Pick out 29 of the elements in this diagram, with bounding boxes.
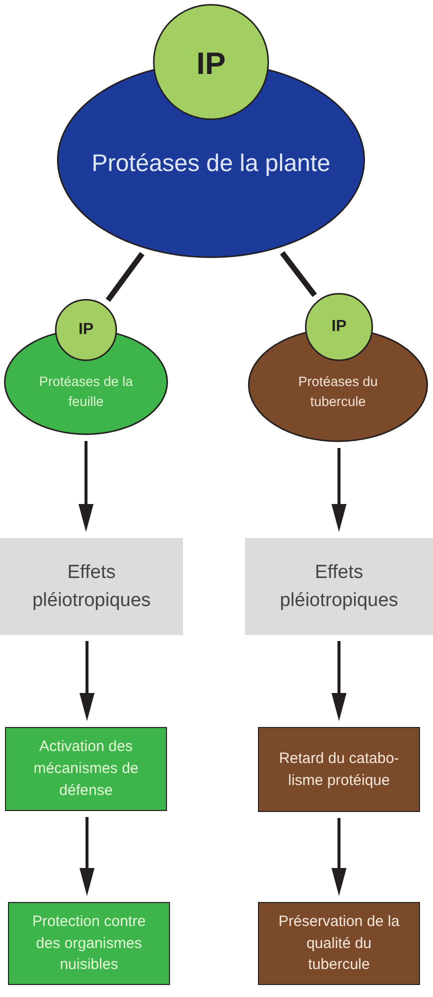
ellipse-label: Protéases du tubercule	[297, 373, 379, 411]
box-label: Protection contre des organismes nuisibles	[31, 912, 147, 976]
process-box	[5, 727, 167, 811]
circle-node	[55, 299, 117, 361]
ellipse-label: Protéases de la plante	[92, 148, 330, 179]
circle-label: IP	[331, 318, 347, 336]
circle-label: IP	[78, 321, 94, 339]
arrow	[78, 441, 94, 532]
box-label: Retard du catabo- lisme protéique	[278, 748, 400, 790]
process-box	[245, 538, 433, 635]
box-label: Effets pléiotropiques	[31, 560, 152, 612]
connector-line	[106, 252, 144, 302]
circle-label: IP	[196, 46, 226, 82]
box-label: Préservation de la qualité du tubercule	[278, 912, 400, 976]
arrow	[332, 818, 346, 896]
process-box	[8, 902, 170, 985]
connector-line	[280, 251, 317, 297]
arrow	[332, 448, 346, 532]
process-box	[258, 902, 420, 985]
circle-node	[153, 4, 269, 120]
arrow	[80, 817, 94, 896]
process-box	[0, 538, 183, 635]
process-box	[258, 727, 420, 812]
arrow	[80, 641, 94, 721]
box-label: Effets pléiotropiques	[278, 560, 400, 612]
arrow	[332, 641, 346, 721]
box-label: Activation des mécanismes de défense	[32, 737, 140, 801]
ellipse-label: Protéases de la feuille	[38, 373, 134, 411]
circle-node	[305, 293, 373, 361]
